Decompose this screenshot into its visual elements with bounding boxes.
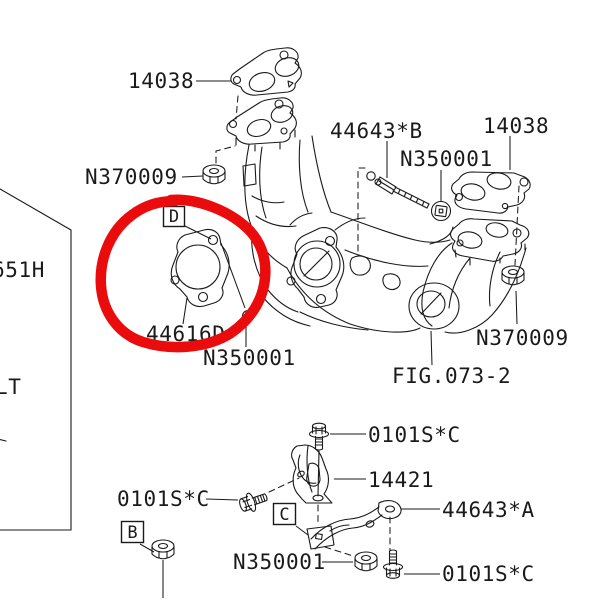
label-n350001-mid: N350001 — [203, 346, 296, 370]
label-14038-left: 14038 — [128, 69, 194, 93]
nut-n350001-top — [430, 200, 452, 222]
nut-n350001-bottom — [354, 551, 378, 572]
callout-box-d — [162, 205, 186, 228]
label-0101sc-top: 0101S*C — [368, 423, 461, 447]
right-runner-pipe — [421, 242, 527, 334]
label-figure-ref: FIG.073-2 — [392, 364, 511, 388]
collector-body — [251, 211, 460, 333]
bolt-0101sc-top — [308, 422, 330, 451]
label-14421: 14421 — [368, 468, 434, 492]
bolt-0101sc-bottom — [382, 549, 404, 579]
callout-letter-d: D — [169, 207, 179, 227]
bracket-44643a — [306, 500, 402, 550]
manifold-flange-top-left — [226, 97, 297, 152]
bolt-0101sc-left — [239, 492, 268, 512]
stud-44643b — [366, 171, 430, 209]
label-0101sc-left: 0101S*C — [117, 487, 210, 511]
label-44643a: 44643*A — [442, 498, 535, 522]
red-circle-annotation — [95, 194, 271, 353]
gasket-top-left — [230, 47, 302, 96]
label-0101sc-bottom: 0101S*C — [442, 562, 535, 586]
callout-letter-b: B — [127, 523, 137, 543]
callout-box-b — [120, 520, 145, 544]
gasket-top-right — [451, 171, 531, 214]
nut-n370009-right — [501, 265, 525, 286]
callout-box-c — [272, 502, 297, 526]
callout-boxes: D C B — [120, 205, 297, 544]
label-44643b: 44643*B — [330, 119, 423, 143]
label-n370009-left: N370009 — [85, 165, 178, 189]
label-n350001-bottom: N350001 — [233, 550, 326, 574]
label-651h-partial: 651H — [0, 258, 45, 282]
manifold-flange-top-right — [450, 218, 530, 266]
hidden-lines — [215, 95, 520, 557]
label-n370009-right: N370009 — [476, 326, 569, 350]
callout-letter-c: C — [279, 505, 289, 525]
gasket-44616-circled — [170, 228, 230, 308]
nut-n370009-left — [202, 164, 226, 185]
bracket-14421 — [291, 444, 333, 504]
label-n350001-top: N350001 — [400, 147, 493, 171]
label-14038-right: 14038 — [483, 114, 549, 138]
part-labels: 14038 N370009 44643*B N350001 14038 651H… — [0, 69, 569, 586]
exhaust-manifold-drawing — [0, 47, 531, 579]
nut-callout-b — [151, 539, 175, 560]
left-panel-cutoff — [0, 188, 72, 531]
label-lt-partial: LT — [0, 375, 22, 399]
center-port-flange — [286, 227, 345, 308]
